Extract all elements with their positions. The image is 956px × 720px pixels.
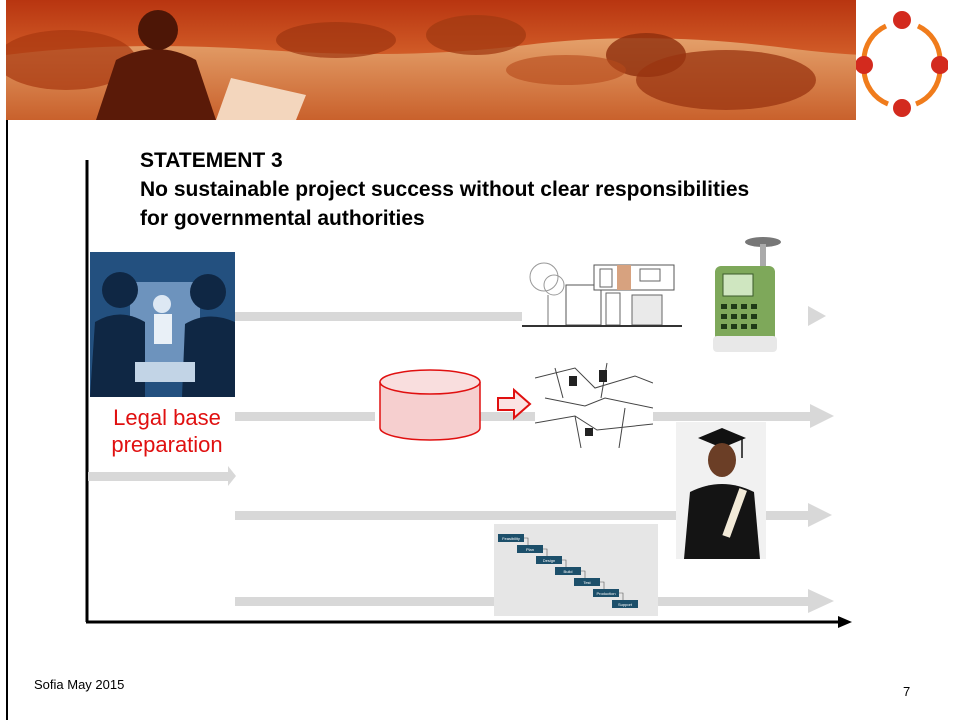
arrow-legal-out-head [228, 466, 236, 486]
legal-label-line-1: Legal base [113, 405, 221, 430]
arrow-row-4-head [808, 589, 834, 613]
footer-location-date: Sofia May 2015 [34, 677, 125, 692]
phase-step-box [498, 534, 524, 542]
arrow-row-1 [235, 312, 525, 321]
building-sketch-image [522, 255, 682, 330]
legal-base-label: Legal base preparation [92, 404, 242, 458]
cadastral-map-image [535, 358, 653, 448]
title-line-1: STATEMENT 3 [140, 149, 283, 172]
phase-step-label: Support [618, 602, 633, 607]
gps-receiver-image [713, 237, 781, 352]
slide-title: STATEMENT 3 No sustainable project succe… [140, 146, 900, 233]
arrow-row-3 [235, 511, 810, 520]
phase-step-box [612, 600, 638, 608]
phase-connector [600, 581, 605, 589]
phase-step-label: Plan [526, 547, 534, 552]
phase-step-label: Test [583, 580, 591, 585]
slide-left-border [6, 120, 8, 720]
phase-step-label: Build [564, 569, 573, 574]
database-icon [379, 369, 481, 441]
red-arrow-icon [497, 387, 532, 421]
phase-step-box [536, 556, 562, 564]
phase-connector [524, 537, 529, 545]
title-line-3: for governmental authorities [140, 207, 425, 230]
phase-step-label: Feasibility [502, 536, 520, 541]
title-line-2: No sustainable project success without c… [140, 178, 750, 201]
graduate-photo [676, 422, 766, 559]
arrow-row-3-head [808, 503, 832, 527]
phase-connector [562, 559, 567, 567]
phase-step-box [555, 567, 581, 575]
organization-logo [856, 11, 948, 117]
phase-connector [543, 548, 548, 556]
phase-step-box [574, 578, 600, 586]
arrow-legal-out [88, 472, 228, 481]
meeting-photo [90, 252, 235, 397]
arrow-row-1-head [808, 306, 826, 326]
phase-step-box [517, 545, 543, 553]
arrow-row-2-left [235, 412, 375, 421]
phase-connector [619, 592, 624, 600]
phase-waterfall-diagram: FeasibilityPlanDesignBuildTestProduction… [494, 524, 658, 616]
page-number: 7 [903, 684, 911, 699]
header-banner-image [6, 0, 956, 120]
x-axis-arrowhead [838, 616, 852, 628]
phase-step-label: Production [596, 591, 615, 596]
phase-connector [581, 570, 586, 578]
landscape-photo [6, 0, 956, 120]
phase-step-box [593, 589, 619, 597]
legal-label-line-2: preparation [111, 432, 223, 457]
arrow-row-2-head [810, 404, 834, 428]
phase-step-label: Design [543, 558, 555, 563]
